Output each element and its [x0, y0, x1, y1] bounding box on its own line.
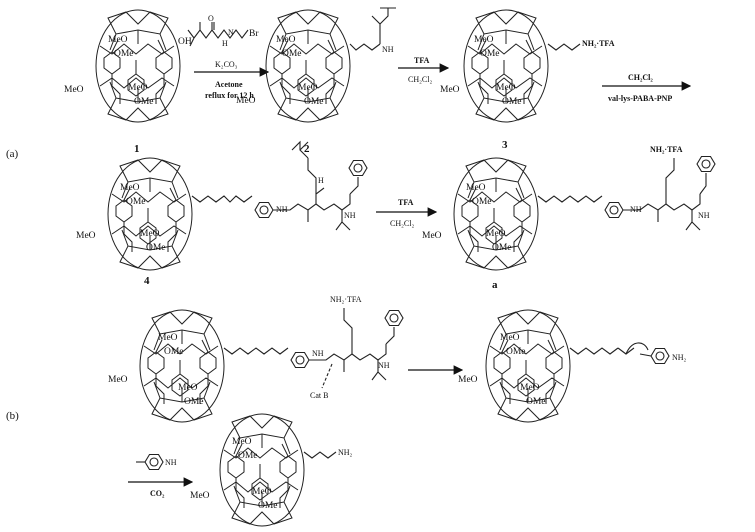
c1-meo-1: MeO — [108, 35, 128, 45]
compound-4-structure — [107, 157, 193, 271]
sb-nh-2: NH — [378, 361, 390, 370]
c2-meo-2: MeO — [236, 96, 256, 106]
rp-meo-1: MeO — [232, 437, 252, 447]
reagent-h: H — [222, 39, 228, 48]
c2-ome-2: OMe — [304, 97, 324, 107]
step-4-above: TFA — [398, 198, 414, 207]
compound-4-label: 4 — [144, 275, 150, 287]
c4-meo-3: MeO — [140, 229, 160, 239]
compound-1-label: 1 — [134, 143, 140, 155]
c3-meo-3: MeO — [496, 83, 516, 93]
pb-meo-1: MeO — [500, 333, 520, 343]
sb-meo-3: MeO — [178, 383, 198, 393]
step-1-above: K₂CO₃ — [215, 60, 238, 69]
leaving-nh: NH — [165, 458, 177, 467]
panel-label-a: (a) — [6, 148, 19, 160]
ca-nh3-tfa: NH₂·TFA — [650, 145, 683, 154]
reagent-n: N — [228, 28, 234, 37]
compound-3-label: 3 — [502, 139, 508, 151]
ca-meo-3: MeO — [486, 229, 506, 239]
c4-ome-2: OMe — [146, 243, 166, 253]
c4-meo-1: MeO — [120, 183, 140, 193]
pb-ome-1: OMe — [506, 347, 526, 357]
c4-meo-2: MeO — [76, 231, 96, 241]
bromoethylcarbamate-reagent — [187, 22, 249, 47]
compound-a-label: a — [492, 279, 498, 291]
step-6-below: CO₂ — [150, 489, 165, 498]
released-linker — [303, 451, 337, 459]
step-1-below-1: Acetone — [215, 80, 243, 89]
sb-ome-1: OMe — [164, 347, 184, 357]
c4-nh-2: NH — [344, 211, 356, 220]
c2-meo-3: MeO — [298, 83, 318, 93]
substrate-b-structure — [139, 309, 225, 423]
ca-side-chain — [537, 155, 716, 231]
c4-h: H — [318, 176, 324, 185]
quinone-imine-leaving-group — [136, 453, 164, 471]
rp-meo-3: MeO — [252, 487, 272, 497]
c1-ome-2: OMe — [134, 97, 154, 107]
c3-ome-1: OMe — [480, 49, 500, 59]
step-1-below-2: reflux for 12 h — [205, 91, 254, 100]
product-b-side-chain — [569, 342, 670, 365]
sb-cat-b: Cat B — [310, 391, 328, 400]
c3-nh2-tfa: NH₂·TFA — [582, 39, 615, 48]
pb-meo-2: MeO — [458, 375, 478, 385]
sb-meo-1: MeO — [158, 333, 178, 343]
c1-meo-2: MeO — [64, 85, 84, 95]
c1-ome-1: OMe — [114, 49, 134, 59]
step-4-below: CH₂Cl₂ — [390, 219, 414, 228]
sb-nh3-tfa: NH₂·TFA — [330, 295, 362, 304]
ca-ome-1: OMe — [472, 197, 492, 207]
step-2-above: TFA — [414, 56, 430, 65]
ca-meo-2: MeO — [422, 231, 442, 241]
rp-nh2: NH₂ — [338, 448, 353, 457]
rp-ome-1: OMe — [238, 451, 258, 461]
compound-2-label: 2 — [304, 143, 310, 155]
c2-linker — [349, 43, 381, 51]
compound-a-structure — [453, 157, 539, 271]
reagent-br: Br — [249, 29, 259, 39]
c1-oh: OH — [178, 37, 192, 47]
rp-ome-2: OMe — [258, 501, 278, 511]
substrate-b-side-chain — [223, 308, 404, 389]
c3-meo-1: MeO — [474, 35, 494, 45]
step-3-above: CH₂Cl₂ — [628, 73, 653, 82]
c2-meo-1: MeO — [276, 35, 296, 45]
c4-nh: NH — [276, 205, 288, 214]
reagent-o: O — [208, 14, 214, 23]
c2-boc — [371, 7, 396, 44]
c4-ome-1: OMe — [126, 197, 146, 207]
pb-nh2: NH₂ — [672, 353, 687, 362]
ca-meo-1: MeO — [466, 183, 486, 193]
sb-ome-2: OMe — [184, 397, 204, 407]
step-3-below: val-lys-PABA-PNP — [608, 94, 672, 103]
pb-ome-2: OMe — [526, 397, 546, 407]
c3-meo-2: MeO — [440, 85, 460, 95]
panel-label-b: (b) — [6, 410, 19, 422]
pb-meo-3: MeO — [520, 383, 540, 393]
c4-side-chain — [191, 140, 368, 231]
step-2-below: CH₂Cl₂ — [408, 75, 432, 84]
c2-ome-1: OMe — [282, 49, 302, 59]
ca-nh-2: NH — [698, 211, 710, 220]
ca-nh: NH — [630, 205, 642, 214]
c1-meo-3: MeO — [128, 83, 148, 93]
c3-ome-2: OMe — [502, 97, 522, 107]
sb-meo-2: MeO — [108, 375, 128, 385]
sb-nh: NH — [312, 349, 324, 358]
c2-nh: NH — [382, 45, 394, 54]
rp-meo-2: MeO — [190, 491, 210, 501]
ca-ome-2: OMe — [492, 243, 512, 253]
c3-linker — [547, 43, 581, 51]
